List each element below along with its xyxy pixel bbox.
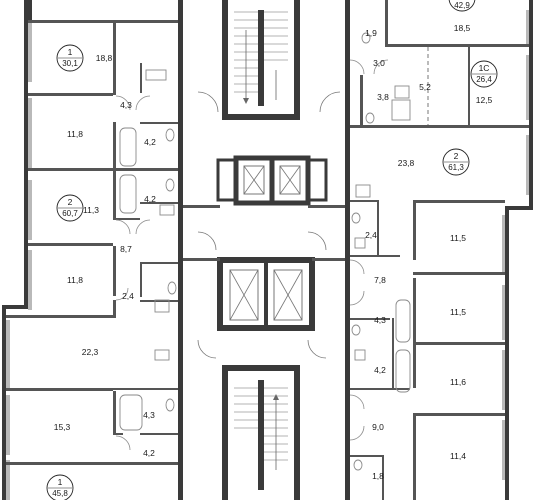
window (28, 250, 32, 310)
room-area-label: 4,3 (374, 315, 386, 325)
apartment-code: 1С (479, 63, 490, 73)
room-area-label: 4,2 (143, 448, 155, 458)
room-area-label: 4,3 (120, 100, 132, 110)
apartment-badge-apt-left-top: 1 30,1 (56, 44, 84, 72)
toilet-icon (165, 178, 175, 192)
shower-icon (391, 99, 411, 121)
toilet-icon (167, 281, 177, 295)
room-area-label: 3,0 (373, 58, 385, 68)
toilet-icon (351, 324, 361, 336)
room-area-label: 11,5 (450, 307, 466, 317)
bathtub-icon (119, 127, 137, 167)
window (502, 350, 506, 410)
apartment-badge-apt-right-top: 42,9 (448, 0, 476, 12)
window (526, 55, 530, 120)
apartment-badge-apt-left-mid: 2 60,7 (56, 194, 84, 222)
apartment-code: 1 (68, 47, 73, 57)
room-area-label: 4,2 (144, 137, 156, 147)
room-area-label: 11,8 (67, 275, 83, 285)
toilet-icon (365, 112, 375, 124)
kitchen-counter (355, 184, 371, 198)
partitions (6, 0, 529, 500)
windows (6, 10, 530, 500)
window (28, 22, 32, 82)
apartment-area: 26,4 (476, 75, 492, 84)
room-area-label: 11,8 (67, 129, 83, 139)
apartment-area: 42,9 (454, 1, 470, 10)
room-area-label: 4,2 (374, 365, 386, 375)
window (6, 395, 10, 455)
sink-icon (145, 69, 167, 81)
toilet-icon (353, 459, 363, 471)
sink-icon (354, 237, 366, 249)
room-area-label: 3,8 (377, 92, 389, 102)
kitchen-counter (154, 299, 170, 313)
bathtub-icon (119, 394, 143, 431)
room-area-label: 11,4 (450, 451, 466, 461)
window (502, 215, 506, 275)
apartment-code: 2 (68, 197, 73, 207)
sink-icon (354, 349, 366, 361)
room-area-label: 4,2 (144, 194, 156, 204)
room-area-label: 8,7 (120, 244, 132, 254)
apartment-area: 30,1 (62, 59, 78, 68)
room-area-label: 1,8 (372, 471, 384, 481)
window (502, 420, 506, 480)
bathroom-fixtures (119, 32, 411, 471)
toilet-icon (165, 128, 175, 142)
window (526, 10, 530, 45)
apartment-area: 61,3 (448, 163, 464, 172)
toilet-icon (351, 212, 361, 224)
staircase-top (222, 0, 300, 120)
lift-small (216, 155, 328, 206)
window (6, 320, 10, 390)
apartment-badge-apt-right-1c: 1С 26,4 (470, 60, 498, 88)
apartment-code: 2 (454, 151, 459, 161)
sink-icon (154, 349, 170, 361)
apartment-badges: 1 30,1 2 60,7 1 45,8 42,9 1С 26,4 (46, 0, 498, 500)
lift-large (217, 257, 315, 331)
room-area-label: 2,4 (122, 291, 134, 301)
window (526, 135, 530, 195)
room-area-label: 4,3 (143, 410, 155, 420)
apartment-badge-apt-left-bottom: 1 45,8 (46, 474, 74, 500)
room-area-label: 9,0 (372, 422, 384, 432)
room-labels: 18,8 4,3 11,8 4,2 4,2 11,3 8,7 11,8 2,4 … (54, 23, 493, 481)
bathtub-icon (119, 174, 137, 214)
room-area-label: 2,4 (365, 230, 377, 240)
room-area-label: 11,5 (450, 233, 466, 243)
room-area-label: 5,2 (419, 82, 431, 92)
room-area-label: 12,5 (476, 95, 493, 105)
window (502, 285, 506, 340)
window (28, 98, 32, 168)
room-area-label: 18,5 (454, 23, 471, 33)
apartment-badge-apt-right-mid: 2 61,3 (442, 148, 470, 176)
bathtub-icon (395, 299, 411, 343)
room-area-label: 18,8 (96, 53, 113, 63)
room-area-label: 11,3 (83, 205, 99, 215)
room-area-label: 7,8 (374, 275, 386, 285)
toilet-icon (165, 398, 175, 412)
door-swings (115, 59, 389, 451)
room-area-label: 22,3 (82, 347, 99, 357)
room-area-label: 1,9 (365, 28, 377, 38)
sink-icon (394, 85, 410, 99)
room-area-label: 11,6 (450, 377, 466, 387)
apartment-area: 45,8 (52, 489, 68, 498)
apartment-area: 60,7 (62, 209, 78, 218)
staircase-bottom (222, 365, 300, 500)
window (6, 460, 10, 500)
room-area-label: 15,3 (54, 422, 71, 432)
room-area-label: 23,8 (398, 158, 415, 168)
toilet-icon (361, 32, 371, 44)
bathtub-icon (395, 349, 411, 393)
apartment-code: 1 (58, 477, 63, 487)
sink-icon (159, 204, 175, 216)
window (28, 180, 32, 240)
building-core (183, 0, 345, 500)
